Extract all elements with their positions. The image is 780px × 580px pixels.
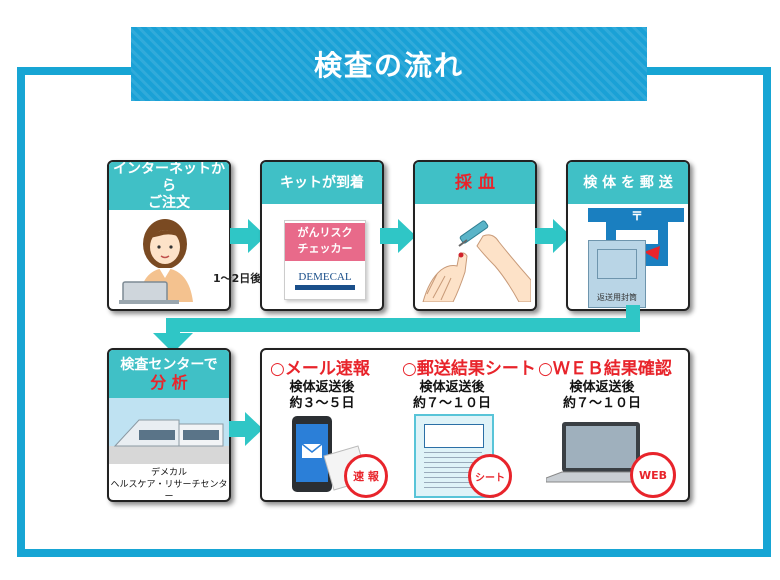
step-blood-label: 採 血: [455, 172, 495, 193]
result-email-sub1: 検体返送後: [289, 380, 355, 395]
result-email-sub2: 約３～５日: [289, 396, 355, 411]
research-center-building-image: [109, 398, 229, 464]
envelope-address-box: [597, 249, 637, 279]
step-kit-header: キットが到着: [262, 162, 382, 204]
timing-label: 1〜2日後: [213, 272, 262, 285]
step-analysis-label-line1: 検査センターで: [120, 357, 218, 373]
result-email-title: ○メール速報: [270, 359, 370, 379]
stamp-sheet-text: シート: [475, 472, 505, 484]
center-caption-line2: ヘルスケア・リサーチセンター: [110, 480, 228, 502]
step-kit-label: キットが到着: [280, 174, 364, 191]
stamp-sheet: シート: [468, 454, 512, 498]
results-panel: ○メール速報 検体返送後 約３～５日 速 報 ○郵送結果シート 検体返送後 約７…: [260, 348, 690, 502]
flow-arrow-2: [380, 219, 416, 253]
page-title-banner: 検査の流れ: [131, 27, 647, 101]
result-web-sub2: 約７～１０日: [562, 396, 641, 411]
step-blood-sampling: 採 血: [413, 160, 537, 311]
result-sheet-timing: 検体返送後 約７～１０日: [392, 380, 512, 412]
kit-line1: がんリスク: [297, 226, 353, 239]
result-web-title: ○ＷＥＢ結果確認: [538, 359, 672, 379]
step-order-label-line2: ご注文: [148, 194, 190, 211]
stamp-email-text: 速 報: [353, 470, 379, 483]
page-title: 検査の流れ: [313, 49, 464, 82]
step-order-label-line1: インターネットから: [113, 160, 225, 194]
flow-arrow-4: [229, 412, 263, 446]
sheet-table: [424, 424, 484, 448]
laptop-icon: [546, 422, 656, 483]
result-email-timing: 検体返送後 約３～５日: [262, 380, 382, 412]
woman-at-laptop-icon: [119, 219, 193, 304]
hand-lancet-icon: [422, 220, 531, 302]
kit-line2: チェッカー: [297, 242, 353, 255]
kit-brand: DEMECAL: [298, 271, 352, 283]
flow-arrow-3: [535, 219, 571, 253]
step-mail-sample: 検 体 を 郵 送 〒 返送用封筒: [566, 160, 690, 311]
step-order: インターネットから ご注文: [107, 160, 231, 311]
step-mail-label: 検 体 を 郵 送: [583, 174, 673, 191]
center-caption-line1: デメカル: [150, 468, 187, 478]
envelope-label: 返送用封筒: [597, 293, 637, 302]
result-sheet-sub1: 検体返送後: [419, 380, 485, 395]
center-caption: デメカル ヘルスケア・リサーチセンター: [109, 467, 229, 502]
step-analysis-header: 検査センターで 分 析: [109, 350, 229, 398]
step-kit-arrives: キットが到着 がんリスク チェッカー DEMECAL: [260, 160, 384, 311]
svg-text:〒: 〒: [631, 209, 643, 223]
kit-brand-bar: [295, 285, 355, 290]
stamp-web-text: WEB: [638, 468, 668, 482]
flow-arrow-return: [153, 305, 640, 353]
step-blood-header: 採 血: [415, 162, 535, 204]
result-web-timing: 検体返送後 約７～１０日: [542, 380, 662, 412]
kit-box: がんリスク チェッカー DEMECAL: [284, 220, 366, 300]
stamp-web: WEB: [630, 452, 676, 498]
flow-arrow-1: [230, 219, 266, 253]
step-mail-header: 検 体 を 郵 送: [568, 162, 688, 204]
result-web-sub1: 検体返送後: [569, 380, 635, 395]
result-sheet-sub2: 約７～１０日: [412, 396, 491, 411]
step-analysis-label-line2: 分 析: [150, 373, 188, 392]
return-envelope: 返送用封筒: [588, 240, 646, 308]
stamp-email: 速 報: [344, 454, 388, 498]
result-sheet-title: ○郵送結果シート: [402, 359, 536, 379]
step-analysis: 検査センターで 分 析 デメカル ヘルスケア・リサーチセンター: [107, 348, 231, 502]
step-order-header: インターネットから ご注文: [109, 160, 229, 211]
kit-box-label: がんリスク チェッカー: [285, 223, 365, 261]
